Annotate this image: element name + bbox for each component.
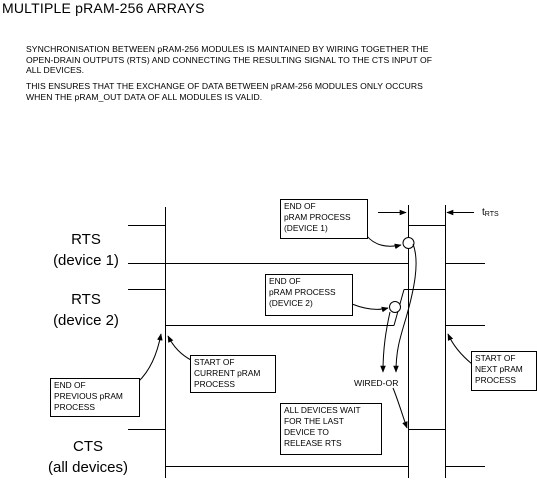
end-previous-leader xyxy=(137,333,163,383)
annotation-line: FOR THE LAST xyxy=(284,416,344,426)
annotation-line: DEVICE TO xyxy=(284,427,329,437)
annotation-line: END OF xyxy=(269,276,301,286)
trts-label: tRTS xyxy=(482,207,499,218)
signal-label-rts1: RTS (device 1) xyxy=(44,229,128,271)
description-paragraph-1: SYNCHRONISATION BETWEEN pRAM-256 MODULES… xyxy=(26,44,432,76)
annotation-line: PROCESS xyxy=(194,379,235,389)
annotation-line: ALL DEVICES WAIT xyxy=(284,405,361,415)
annotation-line: PROCESS xyxy=(475,375,516,385)
paragraph-line: ALL DEVICES. xyxy=(26,65,85,76)
device1-end-circle xyxy=(402,237,415,249)
annotation-line: START OF xyxy=(194,357,235,367)
annotation-end-previous: END OF PREVIOUS pRAM PROCESS xyxy=(50,378,140,417)
annotation-start-current: START OF CURRENT pRAM PROCESS xyxy=(190,355,276,393)
signal-device: (device 2) xyxy=(53,312,119,329)
rts1-waveform xyxy=(128,225,485,264)
signal-device: (all devices) xyxy=(47,459,129,476)
page-title: MULTIPLE pRAM-256 ARRAYS xyxy=(2,0,205,16)
signal-name: RTS xyxy=(71,291,101,308)
annotation-end-device1: END OF pRAM PROCESS (DEVICE 1) xyxy=(280,199,368,239)
annotation-line: NEXT pRAM xyxy=(475,364,523,374)
annotation-line: pRAM PROCESS xyxy=(269,287,336,297)
annotation-line: pRAM PROCESS xyxy=(284,212,351,222)
annotation-line: CURRENT pRAM xyxy=(194,368,261,378)
signal-device: (device 1) xyxy=(53,252,119,269)
cts-waveform xyxy=(128,429,485,467)
signal-label-rts2: RTS (device 2) xyxy=(44,289,128,331)
paragraph-line: OPEN-DRAIN OUTPUTS (RTS) AND CONNECTING … xyxy=(26,54,433,65)
annotation-line: END OF xyxy=(284,201,316,211)
wired-or-label: WIRED-OR xyxy=(354,378,399,388)
device2-end-circle xyxy=(389,301,401,313)
trts-symbol: t xyxy=(482,207,485,218)
annotation-line: (DEVICE 1) xyxy=(284,223,328,233)
description-paragraph-2: THIS ENSURES THAT THE EXCHANGE OF DATA B… xyxy=(26,81,423,102)
annotation-line: START OF xyxy=(475,353,516,363)
signal-name: CTS xyxy=(73,438,103,455)
start-current-leader xyxy=(167,335,192,361)
paragraph-line: THIS ENSURES THAT THE EXCHANGE OF DATA B… xyxy=(26,81,423,91)
annotation-start-next: START OF NEXT pRAM PROCESS xyxy=(471,351,537,391)
device1-leader xyxy=(365,234,402,250)
wired-or-to-cts xyxy=(392,387,408,429)
wired-or-line-1 xyxy=(393,243,417,373)
trts-subscript: RTS xyxy=(484,211,499,218)
paragraph-line: SYNCHRONISATION BETWEEN pRAM-256 MODULES… xyxy=(26,44,429,54)
paragraph-line: WHEN THE pRAM_OUT DATA OF ALL MODULES IS… xyxy=(26,91,263,102)
wired-or-line-2 xyxy=(380,311,391,373)
annotation-line: END OF xyxy=(54,380,86,390)
start-next-leader xyxy=(447,333,473,365)
annotation-all-wait: ALL DEVICES WAIT FOR THE LAST DEVICE TO … xyxy=(280,403,382,455)
annotation-line: RELEASE RTS xyxy=(284,438,342,448)
annotation-line: PROCESS xyxy=(54,402,95,412)
annotation-line: (DEVICE 2) xyxy=(269,298,313,308)
annotation-end-device2: END OF pRAM PROCESS (DEVICE 2) xyxy=(265,274,353,316)
device2-leader xyxy=(351,303,389,313)
annotation-line: PREVIOUS pRAM xyxy=(54,391,123,401)
signal-label-cts: CTS (all devices) xyxy=(36,436,140,478)
signal-name: RTS xyxy=(71,231,101,248)
